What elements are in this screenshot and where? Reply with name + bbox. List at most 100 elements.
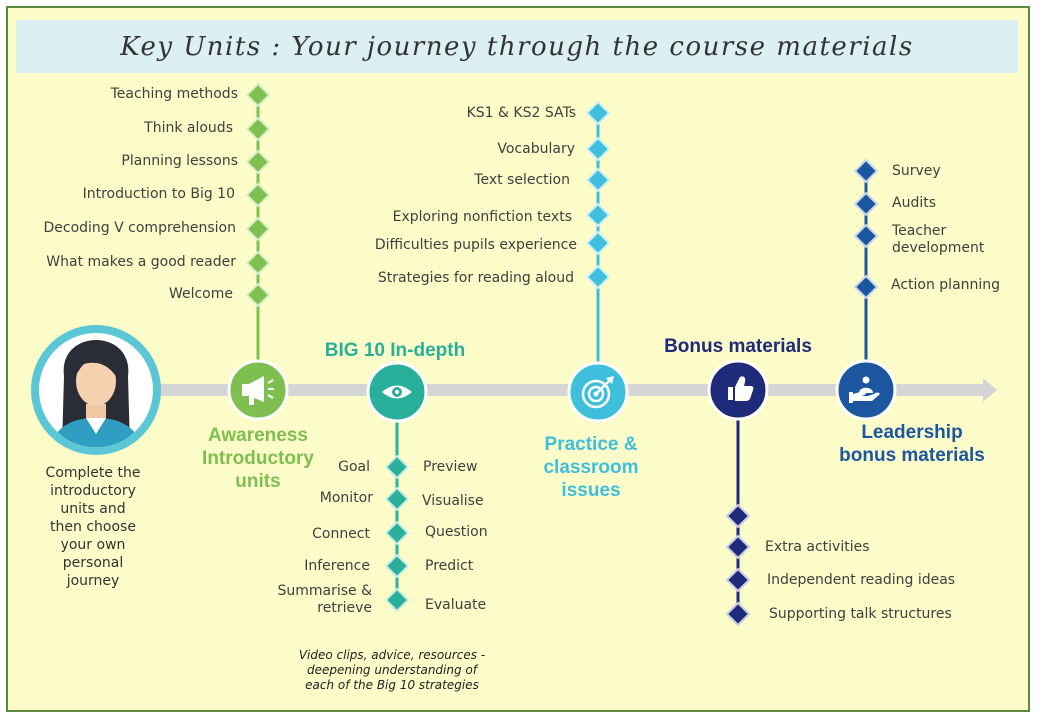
diamond-marker (585, 230, 611, 256)
big10-right-item: Evaluate (425, 597, 487, 613)
awareness-item: Think alouds (144, 120, 233, 136)
practice-item: Strategies for reading aloud (377, 270, 574, 286)
title-banner: Key Units : Your journey through the cou… (16, 20, 1018, 73)
diamond-marker (245, 216, 271, 242)
leadership-markers (853, 158, 879, 300)
leadership-item: Teacher development (892, 223, 985, 256)
diamond-marker (725, 534, 751, 560)
diamond-marker (853, 274, 879, 300)
awareness-item: Introduction to Big 10 (82, 186, 235, 202)
big10-note-line: Video clips, advice, resources - (298, 648, 486, 662)
big10-left-item: Summarise & retrieve (277, 583, 372, 616)
awareness-item: Teaching methods (110, 86, 238, 102)
awareness-item: Planning lessons (121, 153, 238, 169)
persona-caption-line: Complete the (45, 465, 141, 481)
diamond-marker (725, 601, 751, 627)
diamond-marker (245, 282, 271, 308)
timeline-arrow-shaft (150, 384, 985, 396)
big10-left-item: Inference (304, 558, 370, 574)
diamond-marker (384, 553, 410, 579)
awareness-title-line: Introductory (202, 448, 314, 469)
diamond-marker (384, 520, 410, 546)
awareness-markers (245, 82, 271, 308)
awareness-item: Decoding V comprehension (43, 220, 237, 236)
leadership-title-line: bonus materials (839, 445, 985, 466)
bonus-markers (725, 503, 751, 627)
diamond-marker (853, 191, 879, 217)
practice-item: KS1 & KS2 SATs (466, 105, 576, 121)
big10-right-item: Predict (425, 558, 474, 574)
persona-caption-line: then choose (50, 519, 136, 535)
eye-icon (382, 385, 412, 399)
big10-left-item: Goal (338, 459, 370, 475)
diamond-marker (245, 250, 271, 276)
bonus-title: Bonus materials (664, 336, 812, 357)
big10-left-item: Monitor (319, 490, 373, 506)
diamond-marker (853, 223, 879, 249)
avatar (31, 325, 161, 455)
leadership-title: Leadership bonus materials (812, 421, 1012, 467)
big10-right-item: Visualise (422, 493, 484, 509)
awareness-title-line: Awareness (208, 425, 308, 446)
diamond-marker (585, 202, 611, 228)
diamond-marker (245, 182, 271, 208)
diamond-marker (585, 100, 611, 126)
awareness-title: Awareness Introductory units (172, 424, 344, 493)
persona-caption-line: journey (66, 573, 120, 589)
diamond-marker (384, 587, 410, 613)
persona-caption-line: introductory (50, 483, 136, 499)
diamond-marker (585, 136, 611, 162)
practice-markers (585, 100, 611, 290)
diamond-marker (245, 82, 271, 108)
diamond-marker (245, 149, 271, 175)
bonus-item: Extra activities (765, 539, 870, 555)
target-icon (581, 376, 614, 409)
megaphone-icon (242, 376, 274, 405)
bonus-node (707, 359, 769, 421)
practice-title-line: Practice & (544, 434, 638, 455)
outer-frame (6, 6, 1030, 712)
persona-caption-line: units and (60, 501, 126, 517)
diamond-marker (853, 158, 879, 184)
awareness-node (227, 359, 289, 421)
diamond-marker (585, 167, 611, 193)
diamond-marker (585, 264, 611, 290)
practice-item: Difficulties pupils experience (374, 237, 577, 253)
big10-markers (384, 454, 410, 613)
big10-left-item: Connect (312, 526, 370, 542)
practice-item: Text selection (474, 172, 570, 188)
leadership-item: Action planning (891, 277, 1001, 293)
big10-note: Video clips, advice, resources - deepeni… (282, 648, 502, 693)
practice-title: Practice & classroom issues (516, 433, 666, 502)
leadership-title-line: Leadership (861, 422, 963, 443)
diamond-marker (725, 567, 751, 593)
bonus-item: Independent reading ideas (767, 572, 956, 588)
big10-right-item: Question (425, 524, 488, 540)
diamond-marker (384, 454, 410, 480)
diamond-marker (245, 116, 271, 142)
thumbs-up-icon (728, 376, 754, 401)
practice-item: Exploring nonfiction texts (392, 209, 572, 225)
leadership-node (835, 359, 897, 421)
big10-note-line: each of the Big 10 strategies (305, 678, 479, 692)
awareness-item: What makes a good reader (46, 254, 236, 270)
page-title: Key Units : Your journey through the cou… (120, 31, 914, 62)
diamond-marker (725, 503, 751, 529)
practice-node (567, 361, 629, 423)
persona-caption-line: your own (60, 537, 126, 553)
big10-right-item: Preview (423, 459, 478, 475)
big10-title: BIG 10 In-depth (324, 340, 466, 361)
leadership-item: Audits (892, 195, 937, 211)
practice-title-line: classroom (543, 457, 639, 478)
persona-caption: Complete the introductory units and then… (26, 464, 160, 590)
diamond-marker (384, 486, 410, 512)
big10-note-line: deepening understanding of (307, 663, 477, 677)
big10-node (366, 361, 428, 423)
practice-title-line: issues (561, 480, 621, 501)
persona-caption-line: personal (62, 555, 124, 571)
awareness-item: Welcome (168, 286, 233, 302)
practice-item: Vocabulary (497, 141, 575, 157)
bonus-item: Supporting talk structures (769, 606, 952, 622)
